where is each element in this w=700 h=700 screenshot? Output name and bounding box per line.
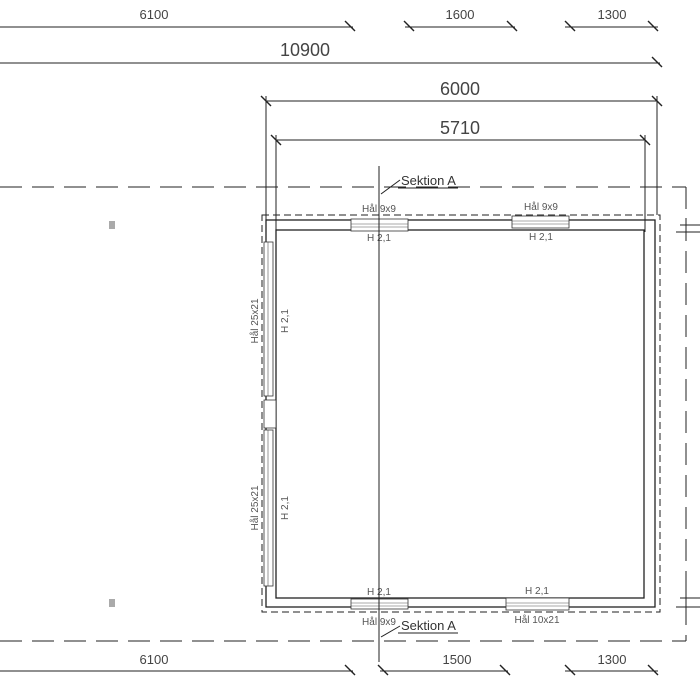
height-label: H 2,1: [525, 586, 549, 597]
building-dashed-outline: [261, 214, 661, 613]
dim-label-5710: 5710: [440, 118, 480, 138]
dim-label-6100-top: 6100: [140, 7, 169, 22]
dim-tick: [647, 664, 659, 676]
top-dimension-row: 6100 1600 1300: [0, 7, 659, 32]
dim-tick: [260, 95, 272, 107]
dim-tick: [270, 134, 282, 146]
dim-label-1500: 1500: [443, 652, 472, 667]
window-symbol: [505, 597, 570, 611]
section-arrow-bottom: [380, 625, 401, 638]
height-label: H 2,1: [529, 232, 553, 243]
opening-top-right: Hål 9x9 H 2,1: [511, 201, 570, 243]
hole-label: Hål 10x21: [514, 614, 559, 626]
height-label: H 2,1: [280, 496, 291, 520]
inner-width-dimension: 5710: [270, 118, 651, 232]
dim-label-1600: 1600: [446, 7, 475, 22]
opening-left-lower: Hål 25x21 H 2,1: [249, 429, 291, 587]
dim-tick: [506, 20, 518, 32]
section-arrow-top: [380, 179, 401, 195]
dim-tick: [651, 95, 663, 107]
post-marker-top: [109, 221, 115, 229]
dim-tick: [344, 20, 356, 32]
dim-tick: [403, 20, 415, 32]
wall-pillar: [263, 399, 277, 429]
height-label: H 2,1: [280, 309, 291, 333]
section-label-bottom: Sektion A: [401, 618, 456, 633]
opening-left-upper: Hål 25x21 H 2,1: [249, 241, 291, 397]
dim-label-10900: 10900: [280, 40, 330, 60]
wall-outer: [265, 219, 656, 608]
dim-tick: [651, 56, 663, 68]
dim-tick: [564, 20, 576, 32]
window-symbol: [263, 429, 274, 587]
dim-tick: [344, 664, 356, 676]
right-edge-marks: [676, 218, 700, 613]
opening-bottom-right: H 2,1 Hål 10x21: [505, 586, 570, 626]
section-line-a: Sektion A Sektion A: [378, 166, 458, 662]
hole-label: Hål 25x21: [249, 298, 261, 343]
dim-tick: [647, 20, 659, 32]
dim-label-6100-bottom: 6100: [140, 652, 169, 667]
section-label-top: Sektion A: [401, 173, 456, 188]
hole-label: Hål 25x21: [249, 485, 261, 530]
wall-inner: [275, 229, 645, 599]
bottom-dimension-row: 6100 1500 1300: [0, 652, 659, 676]
hole-label: Hål 9x9: [524, 201, 558, 213]
dim-tick: [499, 664, 511, 676]
dim-tick: [639, 134, 651, 146]
building-walls: [265, 219, 656, 608]
dim-label-1300-bottom: 1300: [598, 652, 627, 667]
roof-outline: [0, 186, 687, 642]
window-symbol: [263, 241, 274, 397]
outer-width-dimension: 6000: [260, 79, 663, 230]
dim-tick: [564, 664, 576, 676]
dim-label-1300-top: 1300: [598, 7, 627, 22]
total-dimension: 10900: [0, 40, 663, 68]
window-symbol: [511, 215, 570, 229]
dim-label-6000: 6000: [440, 79, 480, 99]
post-marker-bottom: [109, 599, 115, 607]
dim-tick: [377, 664, 389, 676]
